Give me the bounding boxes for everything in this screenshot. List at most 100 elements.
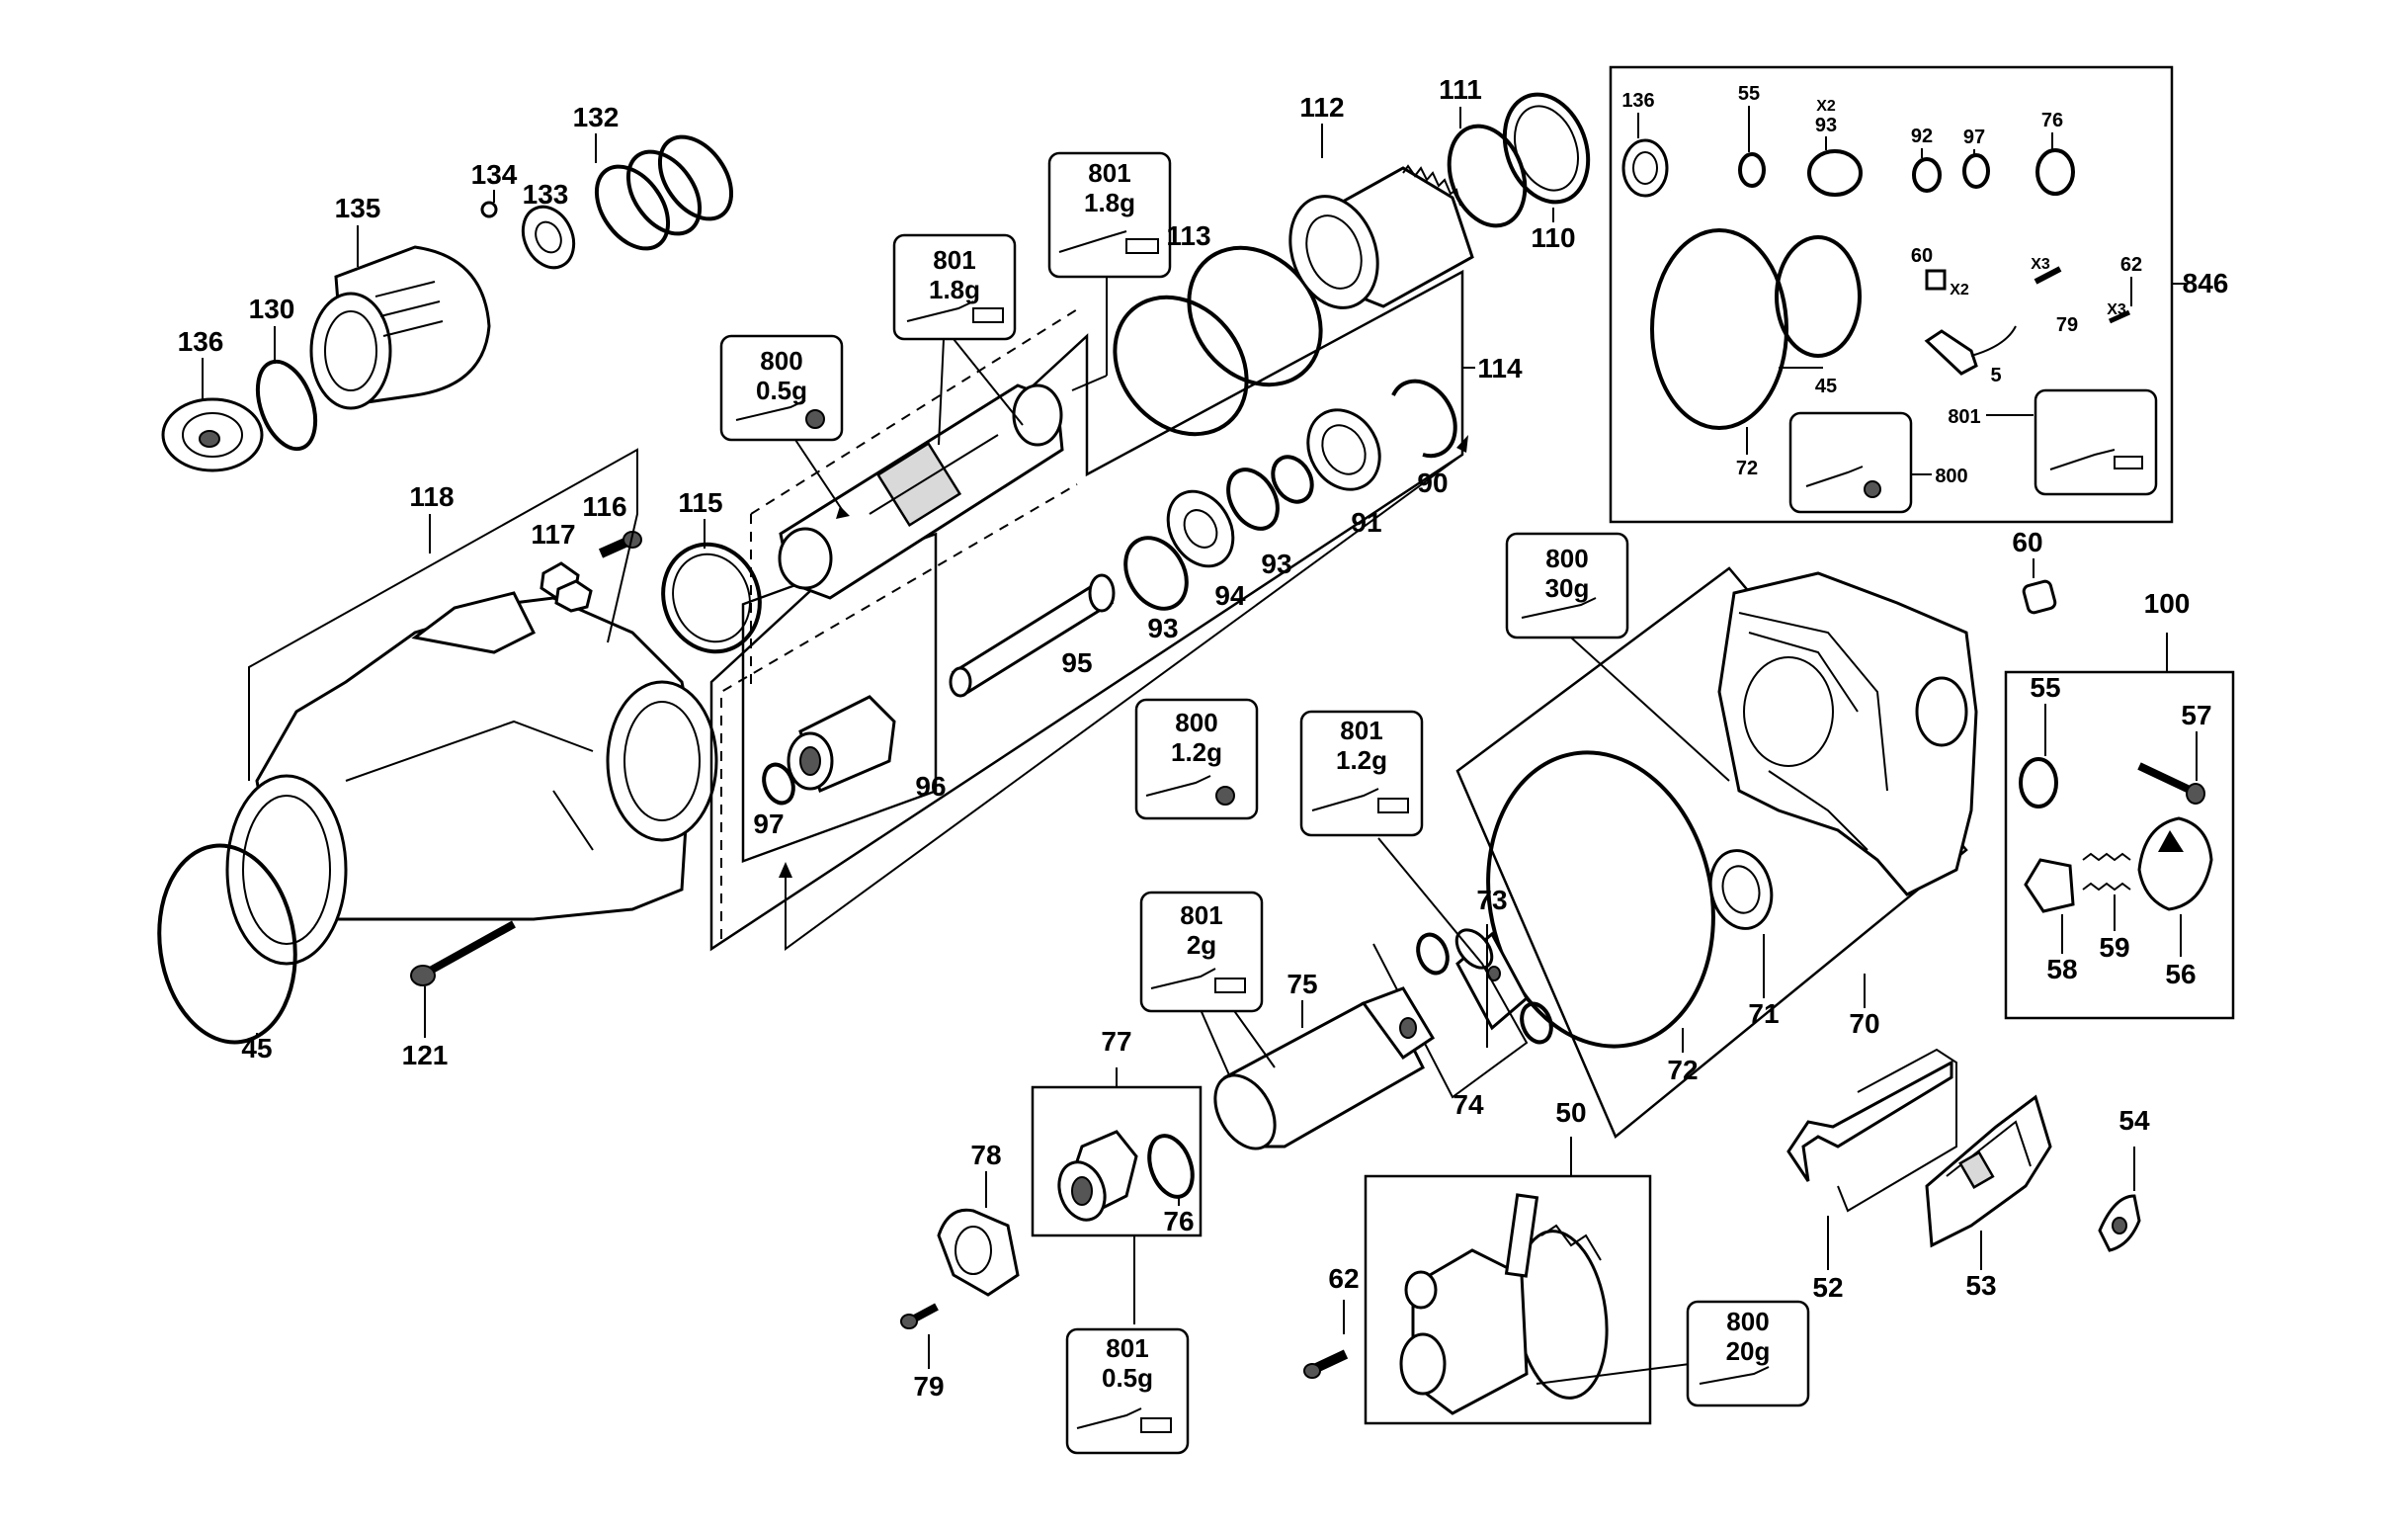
kit-screw-62 xyxy=(2108,309,2131,324)
label-132: 132 xyxy=(573,102,620,132)
kit-ring-93 xyxy=(1807,149,1863,197)
label-95: 95 xyxy=(1061,647,1092,678)
part-96-piston xyxy=(787,695,896,794)
label-79: 79 xyxy=(913,1371,944,1402)
part-97-ring xyxy=(762,762,795,806)
kit-item-800: 800 xyxy=(1935,466,1967,487)
part-57-screw xyxy=(2137,762,2205,805)
grease-box-g8: 801 0.5g xyxy=(1065,1327,1190,1455)
label-60: 60 xyxy=(2012,527,2042,557)
part-135-sleeve xyxy=(309,245,491,410)
part-58-latch xyxy=(2024,858,2075,913)
part-gear-housing xyxy=(1717,571,1978,896)
label-74: 74 xyxy=(1453,1089,1484,1120)
label-121: 121 xyxy=(402,1040,449,1070)
label-96: 96 xyxy=(915,771,946,802)
part-132-spring xyxy=(594,134,734,251)
kit-label: 846 xyxy=(2183,268,2229,298)
kit-item-55: 55 xyxy=(1738,83,1760,105)
label-57: 57 xyxy=(2181,700,2211,730)
kit-cap-icon xyxy=(1621,138,1669,198)
kit-item-72: 72 xyxy=(1736,458,1758,479)
grease-box-g2: 801 1.8g xyxy=(892,233,1017,341)
label-62: 62 xyxy=(1328,1263,1359,1294)
grease-amount: 1.2g xyxy=(1171,737,1222,767)
part-45-oring-left xyxy=(157,843,297,1045)
label-117: 117 xyxy=(531,519,575,550)
label-112: 112 xyxy=(1299,92,1344,123)
grease-box-g5: 800 1.2g xyxy=(1134,698,1259,820)
grease-amount: 2g xyxy=(1187,930,1216,960)
part-spindle-assembly xyxy=(778,383,1064,600)
part-78-clamp xyxy=(937,1208,1020,1297)
kit-oring-45 xyxy=(1775,235,1862,358)
label-73: 73 xyxy=(1476,885,1507,915)
label-50: 50 xyxy=(1555,1097,1586,1128)
label-93a: 93 xyxy=(1147,613,1178,643)
label-111: 111 xyxy=(1439,74,1482,105)
group-100-frame xyxy=(2004,670,2235,1020)
kit-item-97: 97 xyxy=(1963,127,1985,148)
kit-part-60 xyxy=(1925,269,1947,291)
grease-amount: 1.8g xyxy=(929,275,980,304)
part-110-seal xyxy=(1502,92,1591,205)
kit-item-92: 92 xyxy=(1911,126,1933,147)
label-52: 52 xyxy=(1812,1272,1843,1303)
part-59-springs xyxy=(2082,852,2131,892)
part-115-ring xyxy=(661,542,762,654)
kit-oring-72 xyxy=(1650,228,1788,430)
label-56: 56 xyxy=(2165,959,2196,989)
label-135: 135 xyxy=(335,193,381,223)
kit-ring-55 xyxy=(1738,152,1766,188)
part-92-ring xyxy=(1271,455,1314,504)
kit-clip-5 xyxy=(1924,329,1978,376)
kit-item-801: 801 xyxy=(1948,406,1980,428)
label-71: 71 xyxy=(1748,998,1779,1029)
label-58: 58 xyxy=(2046,954,2077,984)
grease-box-g6: 801 1.2g xyxy=(1299,710,1424,837)
label-118: 118 xyxy=(409,481,454,512)
kit-item-60: 60 xyxy=(1911,245,1933,267)
grease-box-g4: 800 30g xyxy=(1505,532,1629,639)
part-54-knob xyxy=(2098,1194,2141,1252)
label-116: 116 xyxy=(582,491,626,522)
label-110: 110 xyxy=(1531,222,1575,253)
label-53: 53 xyxy=(1965,1270,1996,1301)
label-55: 55 xyxy=(2030,672,2060,703)
kit-846-labels: 846 136 55 X2 93 92 97 76 60 X2 X3 79 62… xyxy=(1621,83,2229,498)
label-77: 77 xyxy=(1101,1026,1131,1057)
kit-item-5: 5 xyxy=(1990,365,2001,386)
grease-code: 800 xyxy=(1545,544,1588,573)
grease-amount: 0.5g xyxy=(1102,1363,1153,1393)
label-78: 78 xyxy=(970,1140,1001,1170)
grease-code: 801 xyxy=(933,245,975,275)
part-130-ring xyxy=(255,359,318,452)
part-117-nut xyxy=(540,561,593,613)
label-97: 97 xyxy=(753,809,784,839)
grease-code: 800 xyxy=(760,346,802,376)
group-50-frame xyxy=(1364,1174,1652,1425)
part-53-switch xyxy=(1925,1094,2052,1248)
label-70: 70 xyxy=(1849,1008,1879,1039)
part-71-bearing xyxy=(1708,849,1774,930)
label-59: 59 xyxy=(2099,932,2129,963)
group-70-frame xyxy=(1455,566,1968,1140)
grease-code: 801 xyxy=(1106,1333,1148,1363)
part-74-rings xyxy=(1416,932,1553,1045)
label-115: 115 xyxy=(678,487,722,518)
kit-item-76: 76 xyxy=(2041,110,2063,131)
kit-item-79: 79 xyxy=(2056,314,2078,336)
grease-amount: 1.2g xyxy=(1336,745,1387,775)
kit-ring-92 xyxy=(1912,157,1942,193)
label-133: 133 xyxy=(523,179,569,210)
kit-item-79-qty: X3 xyxy=(2031,256,2050,273)
kit-screw-79 xyxy=(2034,266,2062,285)
part-112-gear xyxy=(1288,164,1474,309)
kit-ring-97 xyxy=(1962,153,1990,189)
part-94-sleeve xyxy=(1166,489,1235,568)
part-95-pin xyxy=(949,573,1116,698)
part-labels: 136 130 135 134 133 132 118 117 116 115 … xyxy=(178,74,2212,1402)
label-134: 134 xyxy=(471,159,518,190)
